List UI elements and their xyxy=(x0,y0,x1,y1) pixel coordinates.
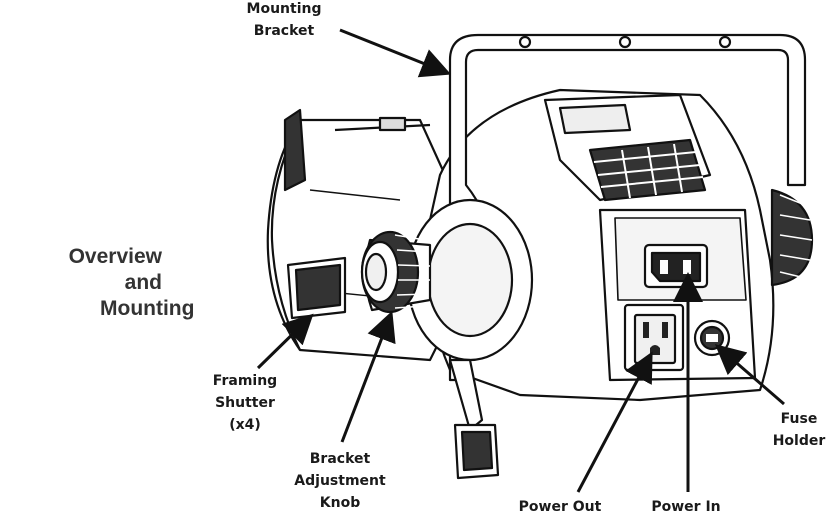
label-fuse-holder: Fuse Holder xyxy=(764,408,834,452)
label-mounting-bracket: Mounting Bracket xyxy=(234,0,334,42)
label-line: Framing xyxy=(212,373,278,389)
arrow-mounting-bracket xyxy=(339,28,452,78)
label-line: Fuse xyxy=(780,411,818,427)
bracket-knob-part xyxy=(360,230,432,314)
label-power-out: Power Out xyxy=(505,496,615,518)
arrow-bracket-knob xyxy=(340,310,396,443)
arrow-framing-shutter xyxy=(256,313,314,370)
label-line: Holder xyxy=(772,433,826,449)
label-line: Shutter xyxy=(215,395,275,411)
power-in-socket xyxy=(643,243,709,289)
label-power-in: Power In xyxy=(636,496,736,518)
label-line: Adjustment xyxy=(294,473,386,489)
label-line: Knob xyxy=(319,495,361,511)
label-line: (x4) xyxy=(229,417,261,433)
label-bracket-adjustment-knob: Bracket Adjustment Knob xyxy=(290,448,390,514)
fuse-holder-part xyxy=(693,319,731,357)
bracket-leg xyxy=(448,358,484,432)
section-title: Overview and Mounting xyxy=(69,244,195,322)
label-line: Power In xyxy=(651,499,721,515)
title-line-1: Overview and xyxy=(68,245,162,294)
label-framing-shutter: Framing Shutter (x4) xyxy=(200,370,290,436)
power-out-outlet xyxy=(623,303,685,372)
arrow-power-out xyxy=(576,351,653,493)
label-line: Mounting xyxy=(246,1,322,17)
label-line: Bracket xyxy=(309,451,371,467)
label-line: Bracket xyxy=(253,23,315,39)
label-line: Power Out xyxy=(518,499,602,515)
arrow-fuse-holder xyxy=(714,344,785,406)
title-line-2: Mounting xyxy=(100,297,195,320)
